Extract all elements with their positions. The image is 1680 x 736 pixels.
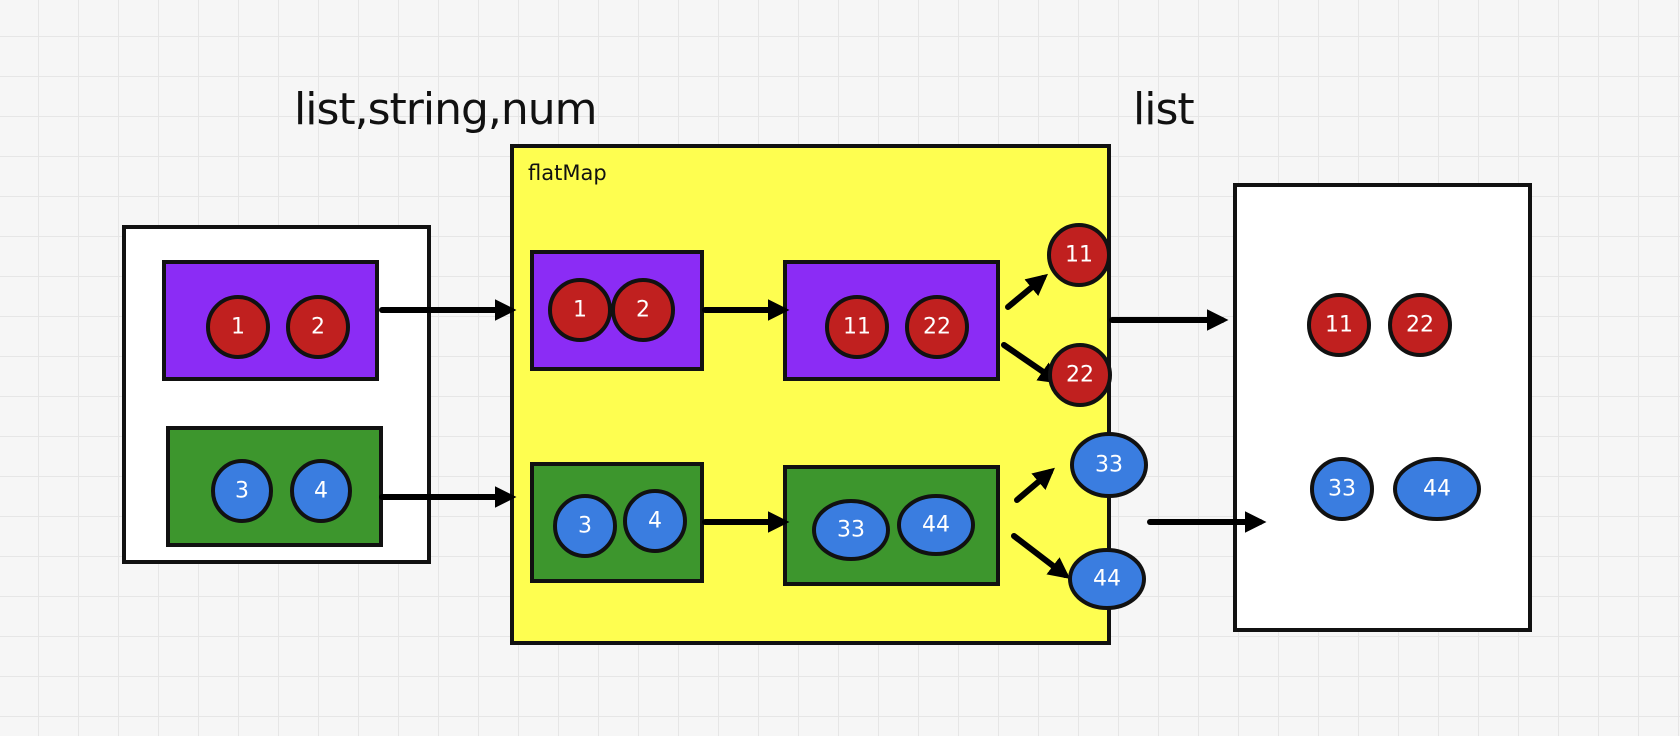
- input-item-2: [286, 295, 350, 359]
- flat-item-44-label: 44: [1093, 567, 1121, 592]
- source-item-1: [548, 278, 612, 342]
- mapped-item-44: [897, 494, 975, 556]
- input-item-2-label: 2: [311, 315, 325, 340]
- flat-item-11: [1047, 223, 1111, 287]
- mapped-item-11-label: 11: [843, 315, 871, 340]
- input-item-3: [211, 459, 273, 523]
- mapped-item-33: [812, 499, 890, 561]
- mapped-item-22-label: 22: [923, 315, 951, 340]
- mapped-item-22: [905, 295, 969, 359]
- output-type-heading: list: [1133, 84, 1195, 135]
- source-item-3-label: 3: [578, 514, 592, 539]
- flat-item-22: [1048, 343, 1112, 407]
- output-item-11: [1307, 293, 1371, 357]
- mapped-item-11: [825, 295, 889, 359]
- flat-item-33-label: 33: [1095, 453, 1123, 478]
- input-item-4: [290, 459, 352, 523]
- source-item-2-label: 2: [636, 298, 650, 323]
- arrow-split-44: [1011, 533, 1071, 579]
- flatmap-label: flatMap: [528, 161, 607, 185]
- input-group-green: [166, 426, 383, 547]
- output-list-container: [1233, 183, 1532, 632]
- input-item-1: [206, 295, 270, 359]
- source-item-4: [623, 489, 687, 553]
- flat-item-11-label: 11: [1065, 243, 1093, 268]
- output-item-22-label: 22: [1406, 313, 1434, 338]
- source-item-4-label: 4: [648, 509, 662, 534]
- arrow-split-33: [1014, 467, 1055, 503]
- flat-item-33: [1070, 432, 1148, 498]
- source-item-2: [611, 278, 675, 342]
- input-item-4-label: 4: [314, 479, 328, 504]
- source-item-1-label: 1: [573, 298, 587, 323]
- arrow-split-22: [1001, 342, 1061, 384]
- mapped-item-44-label: 44: [922, 513, 950, 538]
- input-item-3-label: 3: [235, 479, 249, 504]
- arrow-split-11: [1005, 273, 1048, 310]
- mapped-item-33-label: 33: [837, 518, 865, 543]
- output-item-33: [1310, 457, 1374, 521]
- input-item-1-label: 1: [231, 315, 245, 340]
- output-item-33-label: 33: [1328, 477, 1356, 502]
- flat-item-22-label: 22: [1066, 363, 1094, 388]
- source-item-3: [553, 494, 617, 558]
- output-item-22: [1388, 293, 1452, 357]
- output-item-11-label: 11: [1325, 313, 1353, 338]
- output-item-44-label: 44: [1423, 477, 1451, 502]
- flat-item-44: [1068, 548, 1146, 610]
- input-type-heading: list,string,num: [294, 84, 598, 135]
- output-item-44: [1393, 457, 1481, 521]
